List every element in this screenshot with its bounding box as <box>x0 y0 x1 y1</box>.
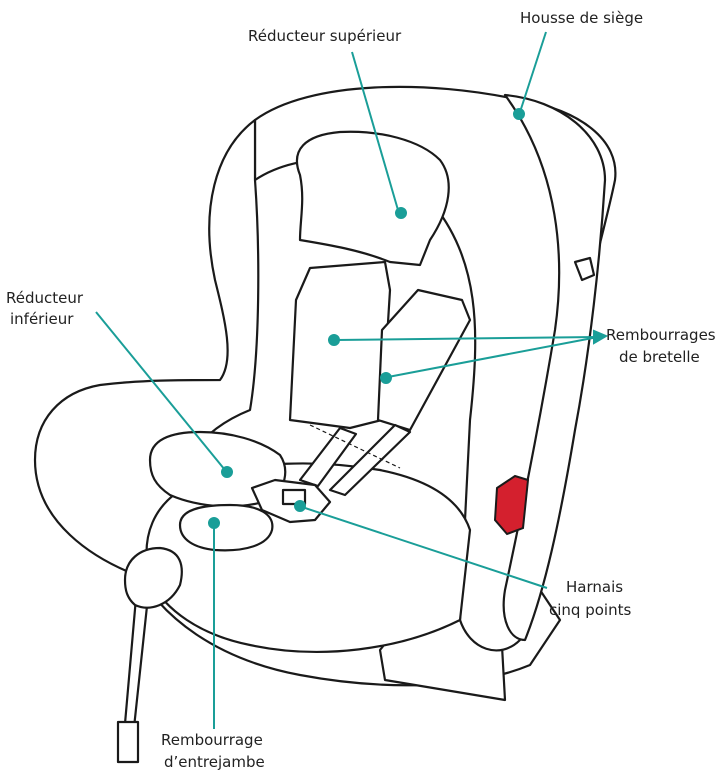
harness-strap-left <box>298 426 358 488</box>
strap-buckle <box>116 720 140 764</box>
upper-reducer <box>295 130 450 267</box>
harness-strap-right <box>328 423 412 497</box>
label-rembourrages-line2: de bretelle <box>619 348 700 366</box>
leader-reducteur-sup <box>351 51 399 211</box>
leader-rembourrage-2 <box>387 336 599 378</box>
leader-dot-rembourrage-2 <box>380 372 392 384</box>
seat-side-right <box>502 93 607 642</box>
leader-dot-reducteur-inf <box>221 466 233 478</box>
shoulder-pad-left <box>288 260 392 430</box>
crotch-pad <box>178 503 274 552</box>
label-entrejambe-line1: Rembourrage <box>161 731 263 749</box>
label-entrejambe-line2: d’entrejambe <box>164 753 265 771</box>
label-reducteur-inferieur-line2: inférieur <box>10 310 74 328</box>
label-rembourrages-line1: Rembourrages <box>606 326 716 344</box>
stitching <box>309 424 401 469</box>
leader-housse <box>519 31 547 113</box>
leader-dot-reducteur-sup <box>395 207 407 219</box>
seat-wing-left <box>33 118 260 582</box>
label-harnais-line2: cinq points <box>549 601 632 619</box>
shoulder-pad-right <box>376 288 472 432</box>
leader-dot-entrejambe <box>208 517 220 529</box>
label-harnais-line1: Harnais <box>566 578 624 596</box>
red-adjuster <box>493 474 530 536</box>
leader-reducteur-inf <box>95 311 226 471</box>
leader-rembourrage-1 <box>335 336 599 341</box>
label-reducteur-superieur: Réducteur supérieur <box>248 27 402 45</box>
label-housse-de-siege: Housse de siège <box>520 9 644 27</box>
leader-dot-harnais <box>294 500 306 512</box>
leader-harnais <box>301 506 548 589</box>
label-reducteur-inferieur-line1: Réducteur <box>6 289 84 307</box>
leader-dot-housse <box>513 108 525 120</box>
front-handle <box>123 546 183 609</box>
leader-arrowhead <box>593 329 609 345</box>
leader-dot-rembourrage-1 <box>328 334 340 346</box>
side-knob <box>573 256 596 282</box>
